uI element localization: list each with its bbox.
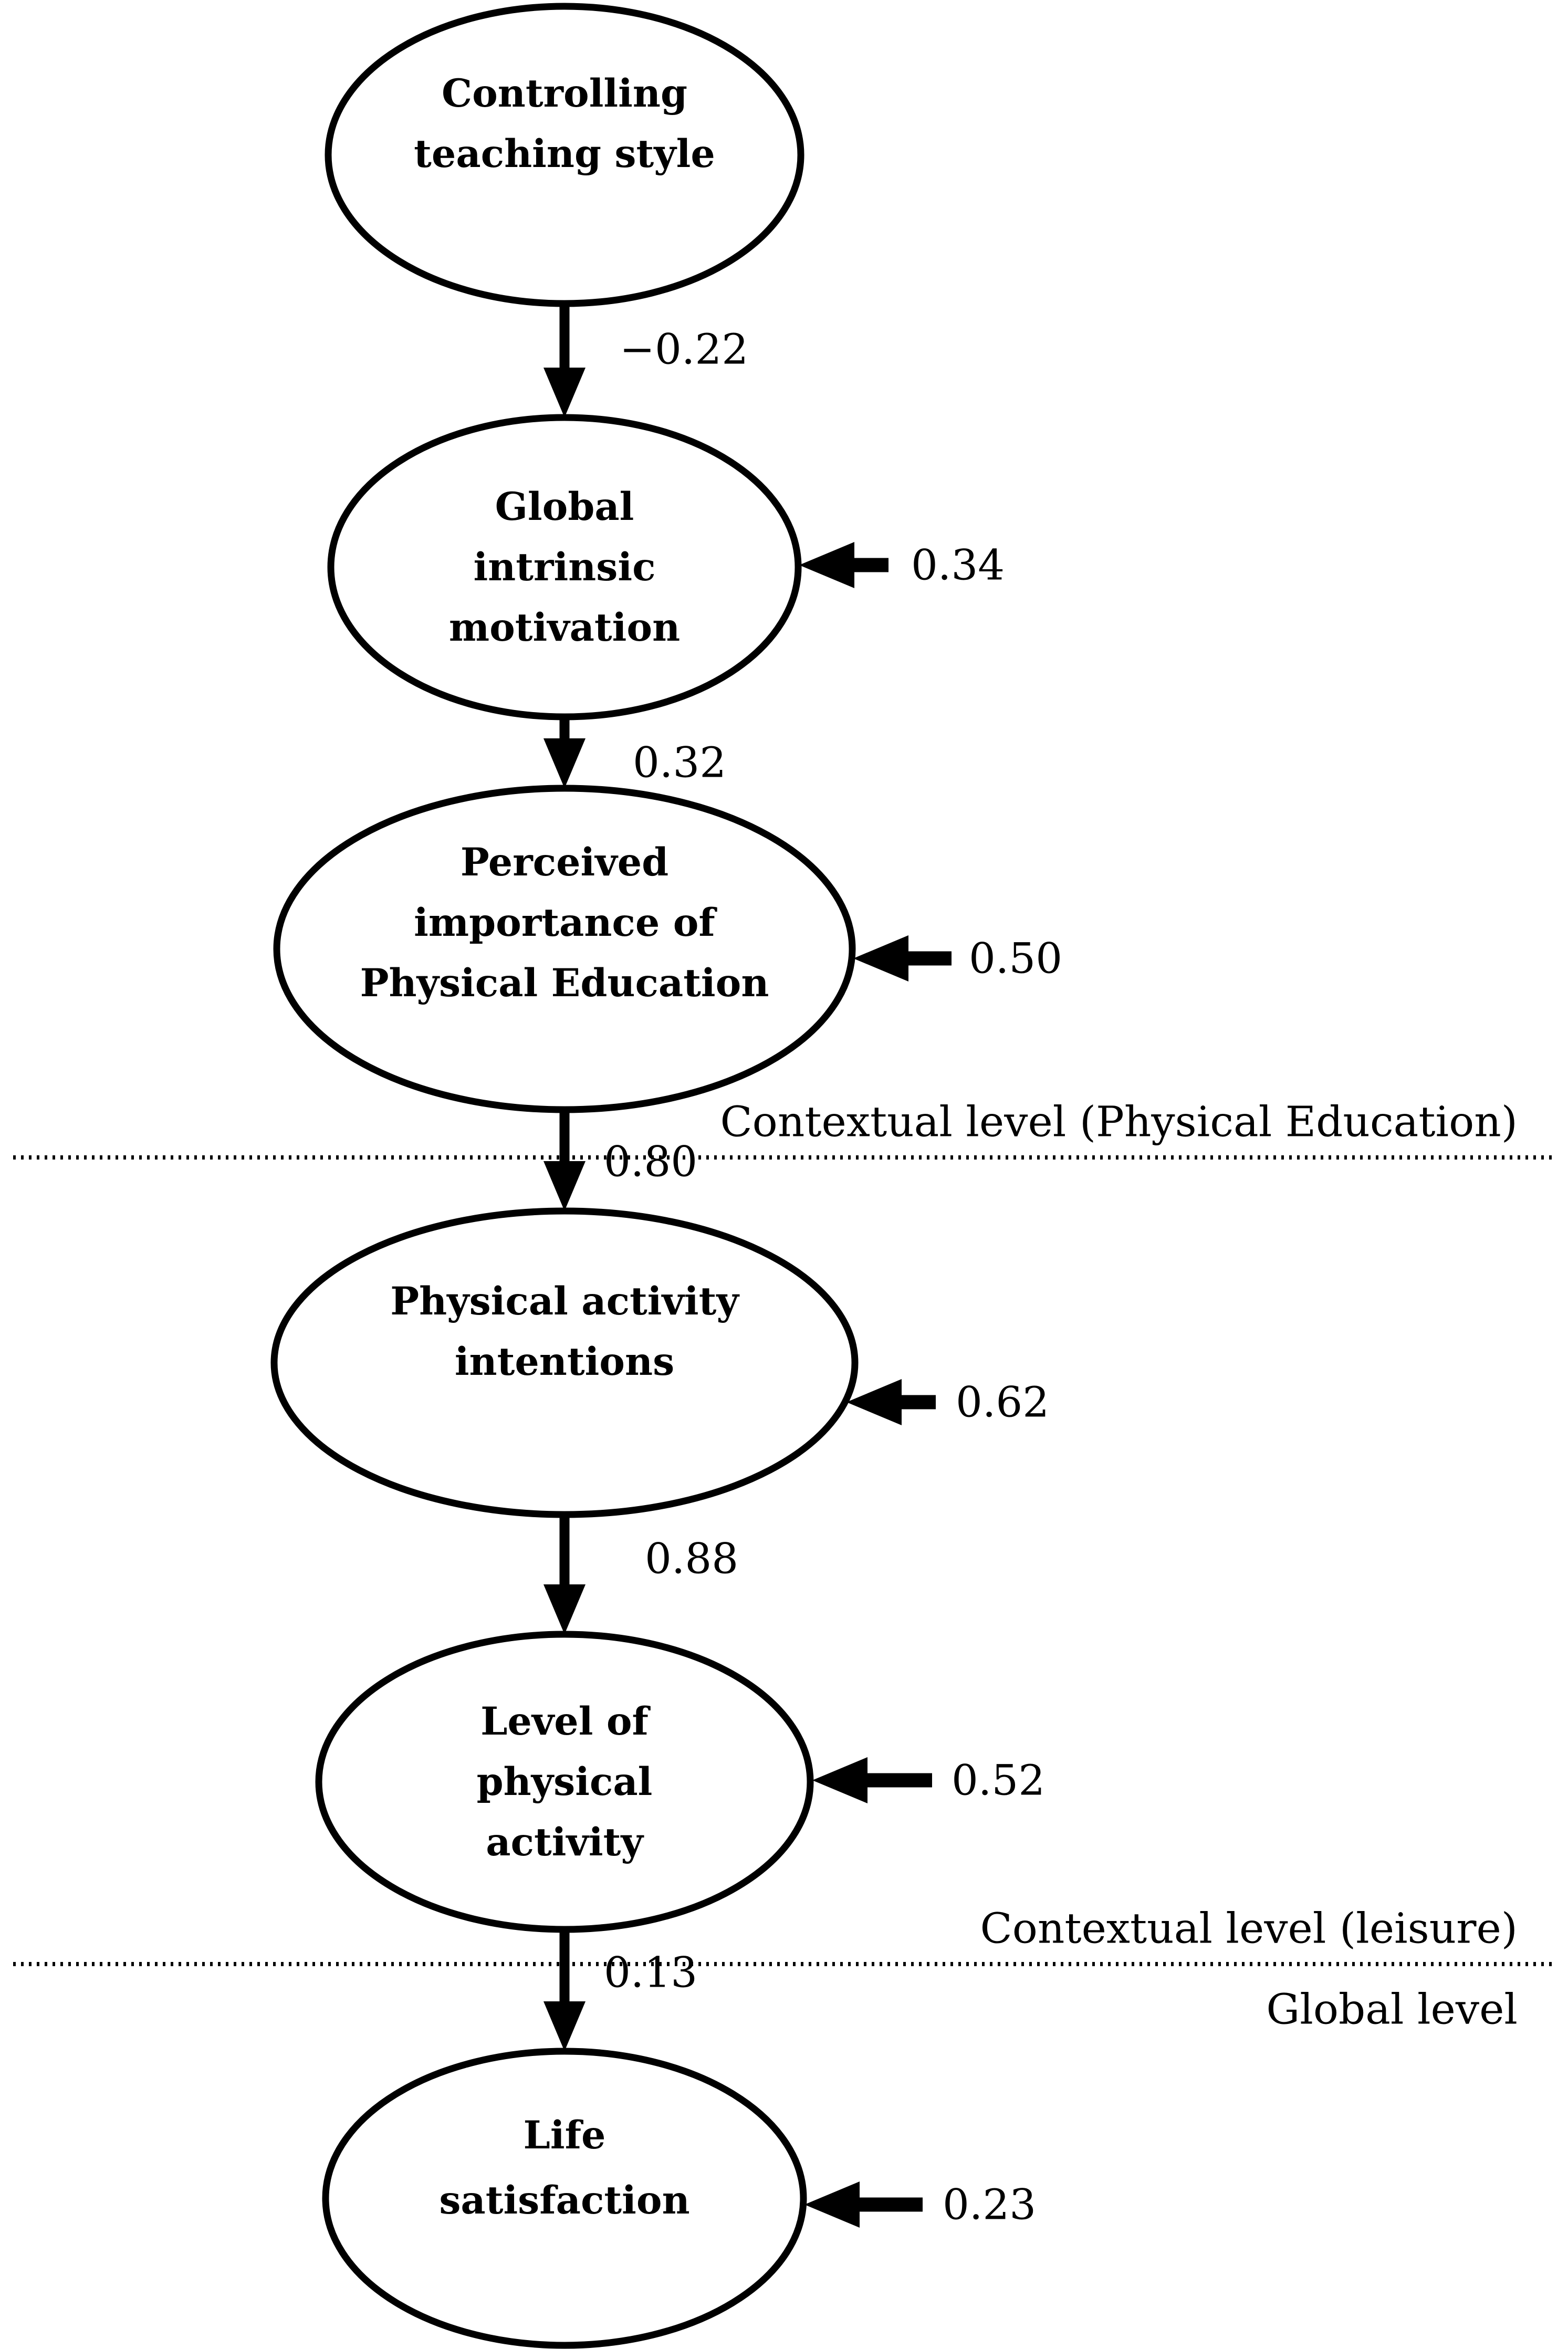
arrowhead-down-icon [543, 1584, 586, 1634]
node-label-line: motivation [449, 605, 680, 650]
arrowhead-down-icon [543, 2001, 586, 2051]
arrowhead-down-icon [543, 368, 586, 417]
arrowhead-left-icon [812, 1757, 867, 1803]
level-label-global: Global level [1266, 1985, 1518, 2034]
node-level-of-physical-activity: Level of physical activity [315, 1631, 814, 1933]
node-label-line: teaching style [414, 131, 715, 176]
arrowhead-left-icon [799, 542, 854, 588]
arrowhead-down-icon [543, 738, 586, 788]
arrowhead-left-icon [846, 1379, 902, 1425]
node-perceived-importance-of-physical-education: Perceived importance of Physical Educati… [273, 785, 856, 1113]
node-label-line: activity [486, 1820, 644, 1865]
residual-arrow-pai: 0.62 [846, 1378, 1049, 1427]
node-label-line: Global [495, 484, 634, 529]
node-global-intrinsic-motivation: Global intrinsic motivation [327, 414, 802, 721]
level-divider-contextual-leisure: Contextual level (leisure) Global level [13, 1904, 1552, 2034]
residual-arrow-lpa: 0.52 [812, 1756, 1045, 1805]
level-label-contextual-leisure: Contextual level (leisure) [980, 1904, 1518, 1953]
node-label-line: Life [524, 2113, 606, 2158]
residual-arrow-gim: 0.34 [799, 541, 1005, 590]
path-coefficient: −0.22 [620, 325, 748, 374]
node-label-line: importance of [414, 900, 717, 945]
node-label-line: Physical activity [390, 1279, 740, 1324]
node-life-satisfaction: Life satisfaction [322, 2048, 807, 2349]
level-label-contextual-pe: Contextual level (Physical Education) [720, 1098, 1518, 1146]
path-coefficient: 0.80 [604, 1137, 697, 1186]
node-physical-activity-intentions: Physical activity intentions [270, 1207, 859, 1518]
node-label-line: Level of [480, 1699, 651, 1744]
residual-arrow-ls: 0.23 [804, 2180, 1036, 2229]
path-arrow-pai-to-lpa: 0.88 [543, 1515, 738, 1634]
node-label-line: Physical Education [360, 961, 769, 1006]
residual-value: 0.52 [952, 1756, 1045, 1805]
path-arrow-gim-to-pipe: 0.32 [543, 717, 726, 788]
residual-value: 0.23 [943, 2180, 1036, 2229]
arrowhead-down-icon [543, 1161, 586, 1211]
residual-value: 0.62 [956, 1378, 1049, 1427]
node-ellipse-perceived-importance [273, 785, 856, 1113]
node-label-line: Perceived [461, 840, 668, 885]
path-arrow-lpa-to-ls: 0.13 [543, 1929, 697, 2051]
path-coefficient: 0.13 [604, 1948, 697, 1997]
path-arrow-pipe-to-pai: 0.80 [543, 1110, 697, 1211]
arrowhead-left-icon [804, 2181, 860, 2228]
node-controlling-teaching-style: Controlling teaching style [325, 3, 804, 307]
residual-value: 0.50 [969, 934, 1062, 983]
node-ellipse-life-satisfaction [322, 2048, 807, 2349]
path-arrow-cts-to-gim: −0.22 [543, 304, 748, 417]
arrowhead-left-icon [853, 935, 908, 982]
node-label-line: satisfaction [439, 2178, 689, 2223]
node-label-line: intrinsic [473, 545, 655, 590]
node-label-line: physical [477, 1759, 653, 1804]
node-label-line: intentions [455, 1339, 674, 1384]
node-label-line: Controlling [442, 71, 687, 116]
residual-arrow-pipe: 0.50 [853, 934, 1062, 983]
path-coefficient: 0.32 [633, 738, 726, 787]
residual-value: 0.34 [911, 541, 1005, 590]
level-divider-contextual-pe: Contextual level (Physical Education) [13, 1098, 1552, 1160]
path-coefficient: 0.88 [645, 1534, 738, 1583]
